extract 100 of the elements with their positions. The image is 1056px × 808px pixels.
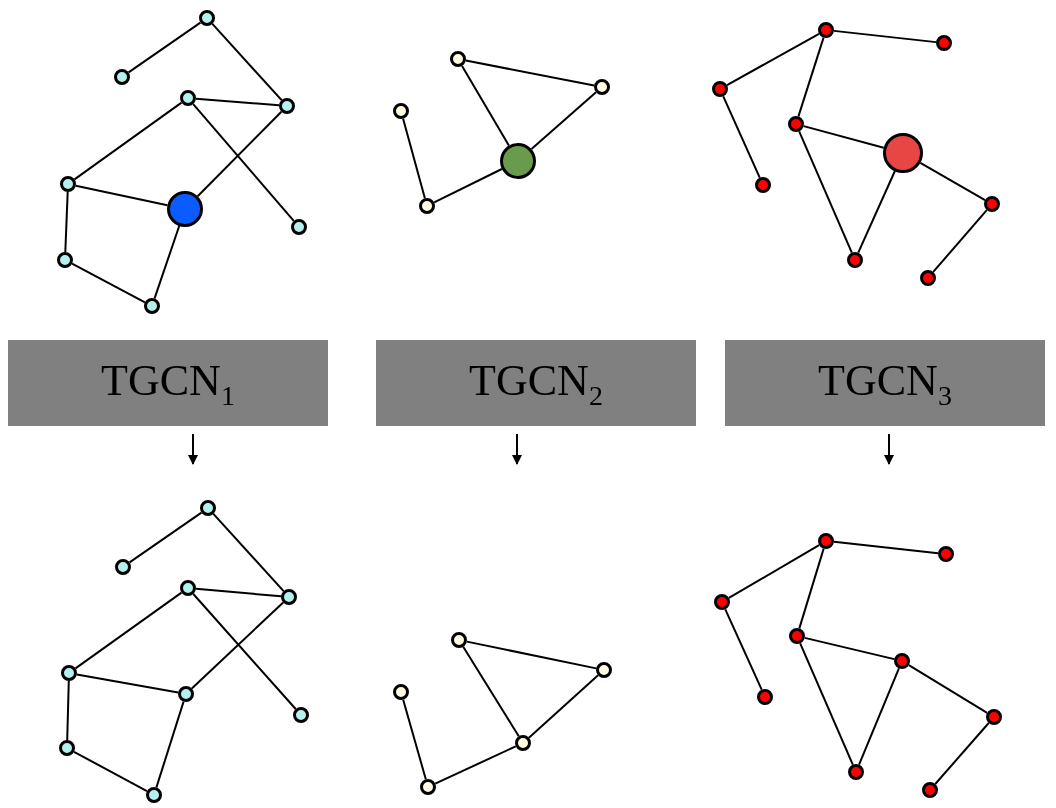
layer-label: TGCN$_{1}$ [101,354,235,412]
graph-node-circle [714,594,730,610]
graph-edge [73,101,183,181]
graph-edge [192,103,295,222]
graph-node-circle [920,270,936,286]
graph-edge [75,673,180,694]
graph-edge [127,21,202,74]
graph-edge [192,593,297,710]
graph-edge [465,640,598,670]
graph-node-circle [146,787,162,803]
graph-node-circle [986,709,1002,725]
layer-box [725,340,1045,426]
graph-node-circle [451,632,467,648]
graph-edge [461,64,510,147]
graph-node-circle [420,779,436,795]
graph-edge [434,745,517,785]
graph-node-circle [984,196,1000,212]
graph-edge [907,664,989,714]
layer-box [376,340,696,426]
graph-node-circle [393,103,409,119]
graph-edge [71,262,146,304]
graph-node-circle [114,69,130,85]
graph-node-circle [393,684,409,700]
graph-edge [64,191,69,253]
arrow [188,433,198,465]
graph-edge [726,32,820,87]
graph-edge [66,680,70,741]
graph-node-circle [936,35,952,51]
graph-edge [727,544,821,599]
graph-edge [527,674,600,739]
target-node-circle [500,143,536,179]
graph-edge [464,59,596,87]
graph-edge [919,161,987,201]
graph-edge [798,547,825,630]
graph-node-circle [818,533,834,549]
graph-node-circle [419,198,435,214]
graph-node-circle [180,90,196,106]
graph-edge [724,608,763,691]
arrow [884,433,894,465]
graph-edge [153,225,181,300]
graph-node-circle [60,176,76,192]
graph-node-circle [57,252,73,268]
graph-edge [196,110,283,198]
graph-node-circle [59,740,75,756]
graph-edge [932,209,988,273]
graph-node-circle [594,79,610,95]
graph-edge [934,722,990,785]
graph-edge [433,168,503,204]
graph-edge [803,636,896,661]
layer-label: TGCN$_{2}$ [469,354,603,412]
graph-node-circle [596,662,612,678]
graph-edge [530,91,597,151]
graph-node-circle [178,686,194,702]
graph-edge [74,591,183,670]
graph-node-circle [938,546,954,562]
graph-node-circle [291,219,307,235]
graph-edge [799,642,854,766]
graph-node-circle [757,689,773,705]
graph-edge [190,601,285,690]
graph-edge [832,540,940,555]
graph-edge [194,97,281,107]
layer-box [8,340,328,426]
graph-node-circle [115,559,131,575]
graph-node-circle [755,177,771,193]
graph-node-circle [200,500,216,516]
layer-label: TGCN$_{3}$ [818,354,952,412]
graph-node-circle [788,116,804,132]
arrow [512,433,522,465]
graph-node-circle [180,580,196,596]
graph-node-circle [818,22,834,38]
graph-edge [802,125,885,149]
graph-edge [797,36,825,118]
target-node-circle [167,191,203,227]
graph-edge [212,512,285,593]
graph-edge [857,170,896,254]
graph-node-circle [922,782,938,798]
graph-node-circle [450,51,466,67]
graph-edge [402,698,427,781]
graph-edge [402,117,426,200]
graph-edge [462,645,520,738]
graph-node-circle [293,707,309,723]
graph-node-circle [279,98,295,114]
graph-edge [74,184,169,207]
target-node-circle [883,133,923,173]
graph-node-circle [712,81,728,97]
graph-node-circle [789,628,805,644]
graph-node-circle [144,298,160,314]
graph-node-circle [847,252,863,268]
graph-edge [858,667,900,766]
graph-edge [211,22,283,102]
graph-node-circle [848,764,864,780]
graph-node-circle [199,10,215,26]
graph-edge [73,750,148,793]
graph-edge [194,587,283,598]
graph-node-circle [894,653,910,669]
graph-node-circle [61,665,77,681]
graph-node-circle [515,735,531,751]
graph-edge [832,29,938,44]
graph-edge [722,95,761,179]
graph-edge [798,130,853,254]
